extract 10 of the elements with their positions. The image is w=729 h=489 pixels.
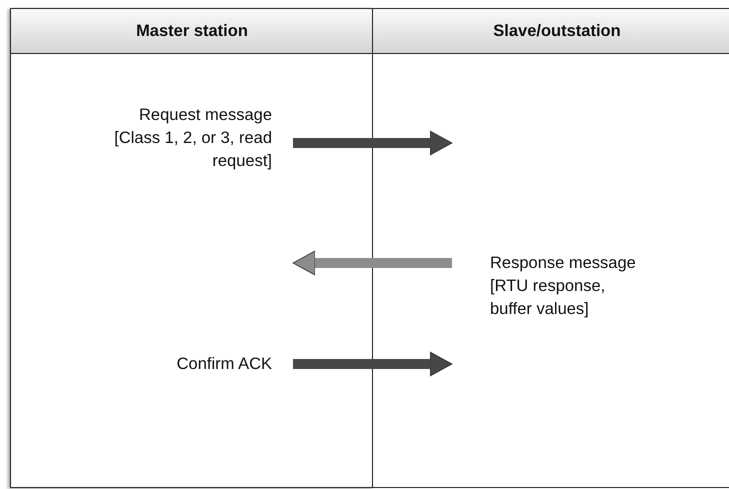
- lane-column: [10, 8, 374, 488]
- lane-column: [372, 8, 729, 488]
- message-arrow: [293, 130, 452, 156]
- message-text: Request message [Class 1, 2, or 3, read request]: [113, 105, 272, 172]
- message-arrow: [293, 352, 452, 376]
- lane-heading: Master station: [11, 9, 373, 54]
- message-arrow: [292, 250, 452, 276]
- lane-heading: Slave/outstation: [373, 9, 729, 54]
- message-text: Response message [RTU response, buffer values]: [490, 253, 637, 320]
- message-text: Confirm ACK: [176, 354, 272, 375]
